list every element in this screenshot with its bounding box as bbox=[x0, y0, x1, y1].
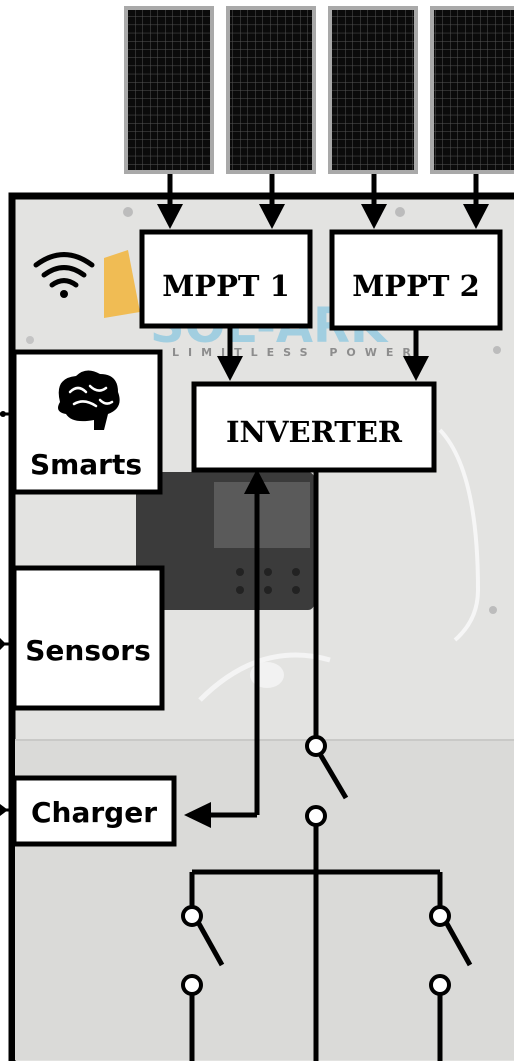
brand-tagline: LIMITLESS POWER bbox=[172, 346, 420, 359]
mppt-1-label: MPPT 1 bbox=[162, 269, 290, 303]
switch-contacts bbox=[181, 735, 451, 996]
wiring bbox=[0, 174, 479, 1061]
sun-logo bbox=[104, 250, 140, 318]
mppt-2-label: MPPT 2 bbox=[352, 269, 480, 303]
switch-contact bbox=[181, 974, 203, 996]
brain-icon bbox=[58, 370, 120, 430]
inverter-label: INVERTER bbox=[226, 415, 403, 449]
sensors-box: Sensors bbox=[11, 565, 165, 711]
switch-contact bbox=[181, 905, 203, 927]
charger-label: Charger bbox=[31, 796, 157, 829]
switch-contact bbox=[429, 905, 451, 927]
switch-contact bbox=[305, 805, 327, 827]
solar-panel-icon bbox=[124, 6, 214, 174]
sensors-label: Sensors bbox=[25, 634, 150, 667]
solar-panel-icon bbox=[226, 6, 316, 174]
wifi-icon bbox=[33, 252, 95, 298]
switch-contact bbox=[305, 735, 327, 757]
solar-panel-icon bbox=[328, 6, 418, 174]
smarts-label: Smarts bbox=[30, 448, 142, 481]
switch-contact bbox=[429, 974, 451, 996]
charger-box: Charger bbox=[11, 775, 177, 847]
mppt-1-box: MPPT 1 bbox=[139, 229, 313, 329]
arrowheads bbox=[0, 204, 489, 828]
solar-panels bbox=[124, 6, 514, 174]
smarts-box: Smarts bbox=[11, 349, 163, 495]
solar-panel-icon bbox=[430, 6, 514, 174]
mppt-2-box: MPPT 2 bbox=[329, 229, 503, 331]
inverter-box: INVERTER bbox=[191, 381, 437, 473]
